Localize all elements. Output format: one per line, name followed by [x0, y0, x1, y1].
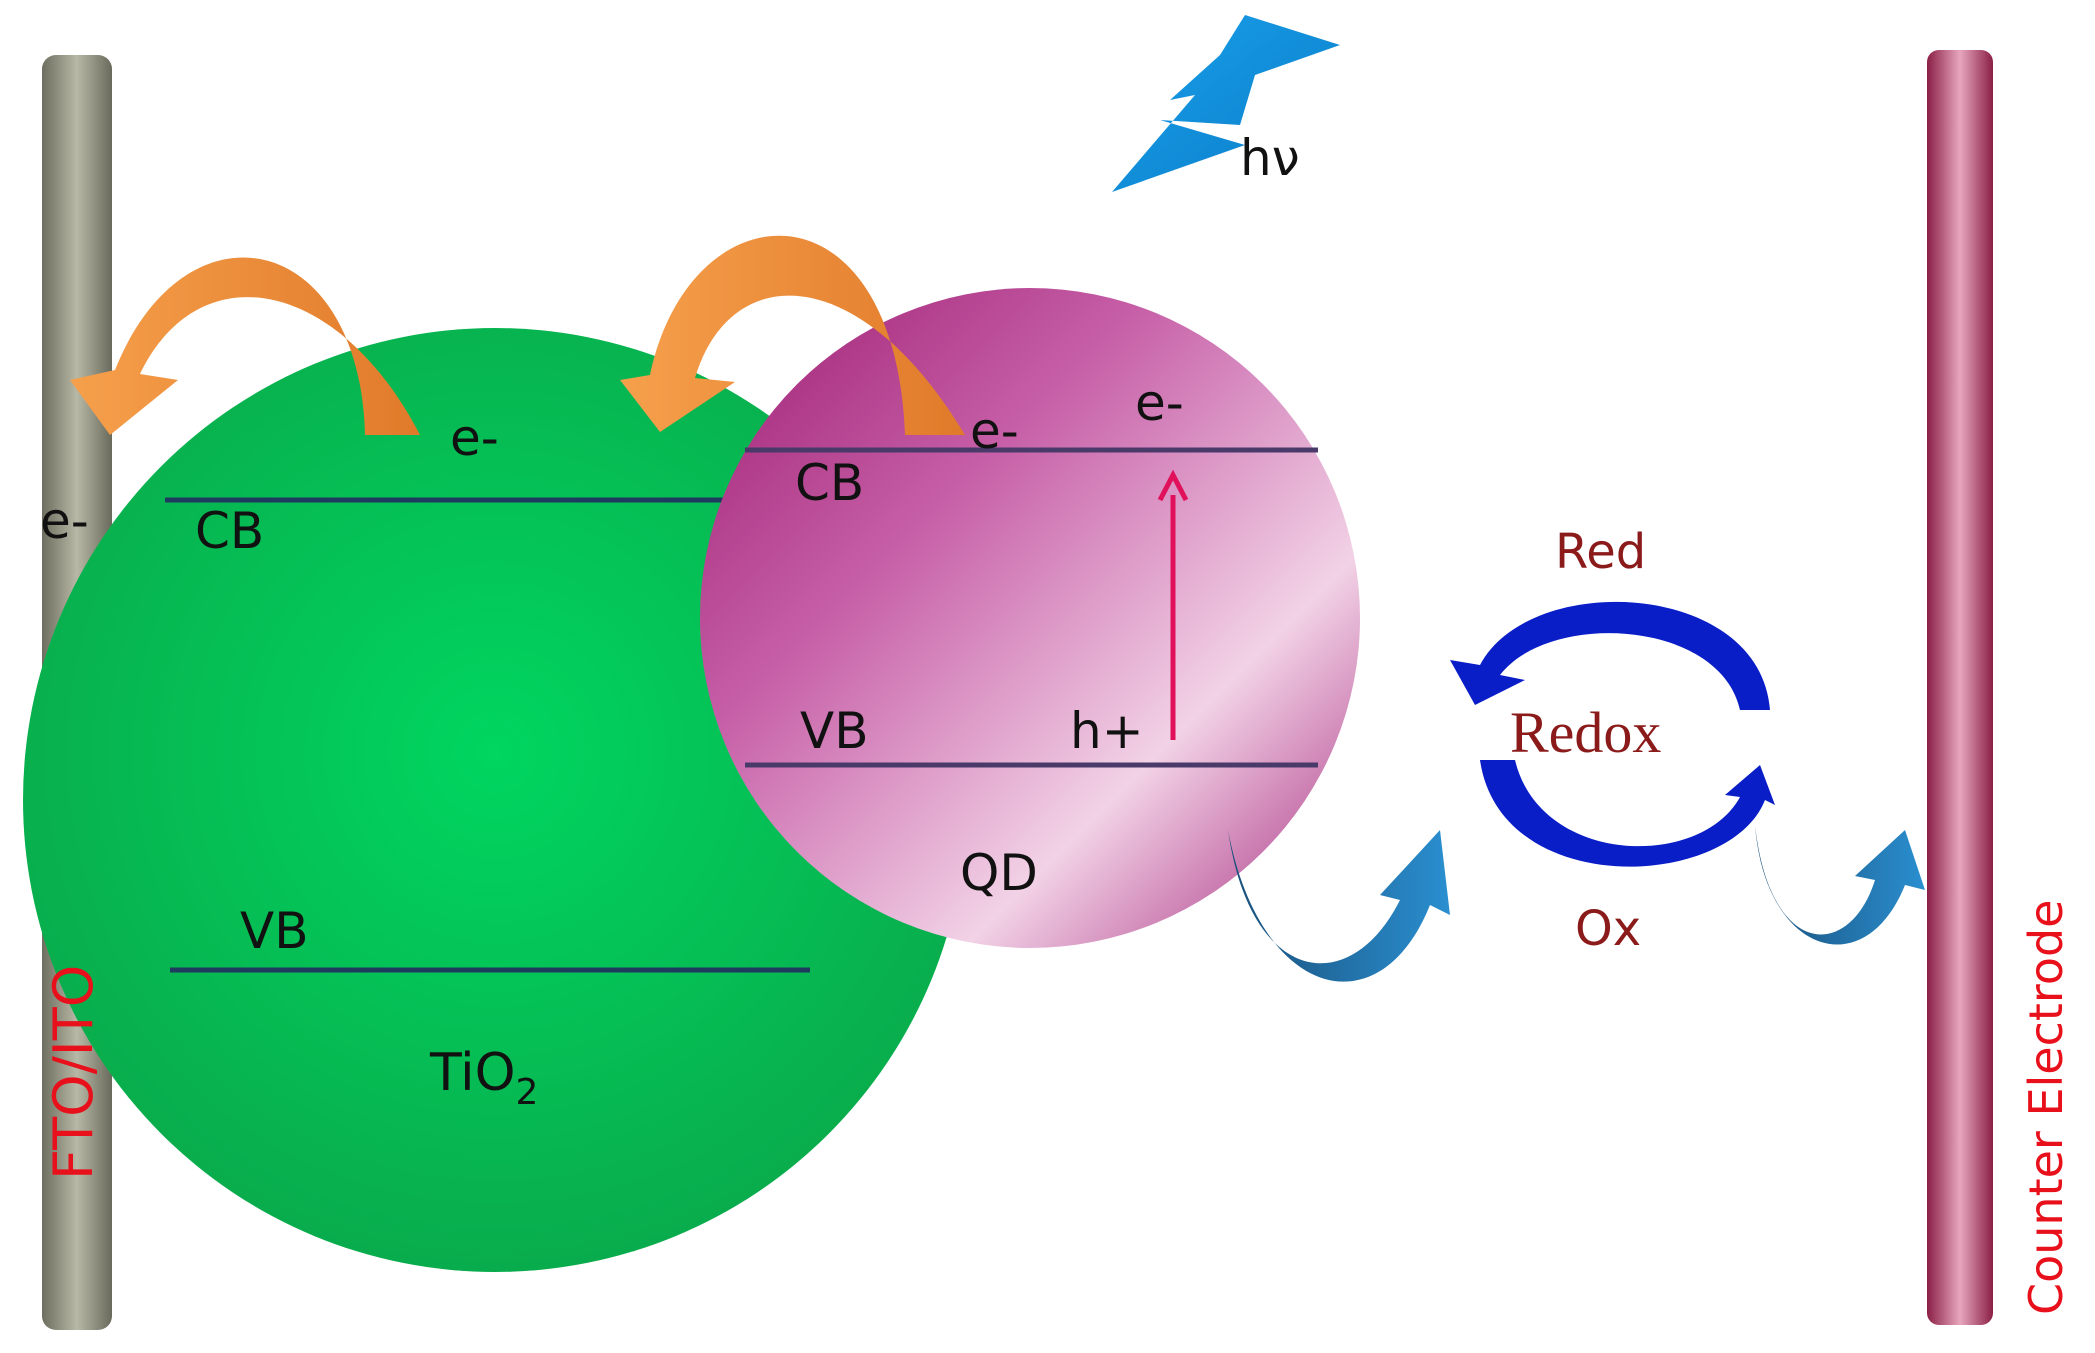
electrode-right-label: Counter Electrode — [2019, 900, 2073, 1315]
electron-transfer-arrow-to-electrode — [70, 257, 420, 435]
qd-hole-label: h+ — [1070, 702, 1144, 760]
redox-cycle-lower-arrow — [1480, 760, 1775, 867]
qd-vb-label: VB — [800, 702, 869, 760]
counter-electrode — [1927, 50, 1993, 1325]
tio2-vb-label: VB — [240, 902, 309, 960]
tio2-cb-label: CB — [195, 502, 264, 560]
excitation-arrow-head — [1157, 469, 1189, 502]
hole-transfer-arrow-to-redox — [1228, 830, 1450, 982]
tio2-label: TiO2 — [429, 1043, 538, 1113]
electron-transfer-arrow-to-tio2 — [620, 235, 965, 435]
tio2-electron-label: e- — [450, 409, 499, 467]
qd-cb-label: CB — [795, 454, 864, 512]
redox-center-label: Redox — [1510, 700, 1661, 765]
electrode-electron-label: e- — [40, 492, 89, 550]
qd-label: QD — [960, 844, 1038, 902]
tio2-label-subscript: 2 — [516, 1072, 539, 1113]
qd-electron-right-label: e- — [1135, 374, 1184, 432]
tio2-label-main: TiO — [429, 1043, 516, 1103]
light-bolt-icon — [1112, 15, 1340, 192]
electrode-left-label: FTO/ITO — [42, 965, 105, 1180]
redox-red-label: Red — [1555, 524, 1646, 580]
qd-electron-left-label: e- — [970, 402, 1019, 460]
redox-ox-label: Ox — [1575, 901, 1641, 957]
redox-to-counter-electrode-arrow — [1755, 825, 1925, 945]
light-label: hν — [1240, 129, 1300, 187]
redox-cycle-upper-arrow — [1450, 601, 1770, 710]
quantum-dot-particle — [700, 288, 1360, 948]
